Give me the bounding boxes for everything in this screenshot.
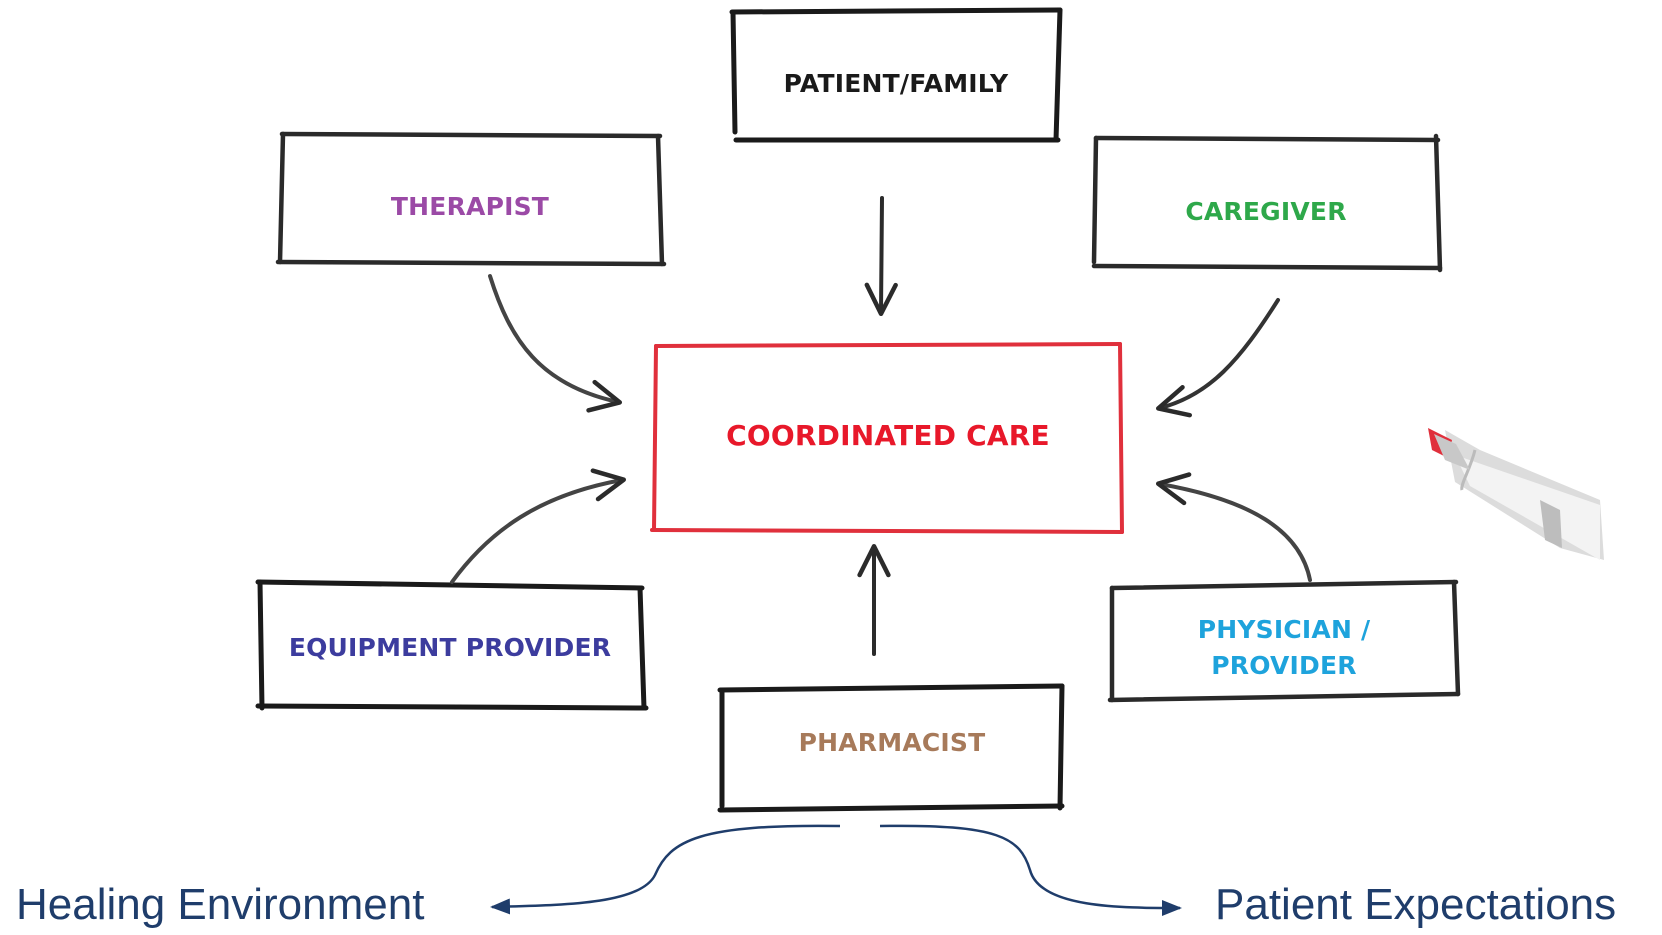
node-label-physician-line2: PROVIDER [1211,651,1357,680]
arrow-equipment-provider [450,468,627,584]
outcome-label-patient-expectations: Patient Expectations [1215,880,1617,929]
pharmacist-box [717,683,1065,813]
node-label-patient-family: PATIENT/FAMILY [783,69,1009,98]
patient-family-box [729,7,1063,143]
marker-pen-illustration [1428,428,1604,560]
node-label-therapist: THERAPIST [390,192,550,221]
arrow-physician-provider [1155,472,1312,582]
node-label-pharmacist: PHARMACIST [798,728,986,757]
node-label-physician-line1: PHYSICIAN / [1197,615,1371,644]
arrow-caregiver [1156,298,1280,418]
therapist-box [275,131,667,267]
arrow-patient-expectations [879,824,1182,916]
center-label-coordinated-care: COORDINATED CARE [726,419,1050,452]
coordinated-care-box [650,342,1124,534]
physician-provider-box [1107,579,1461,703]
node-label-physician-provider: PHYSICIAN / PROVIDER [1112,612,1456,684]
outcome-label-healing-environment: Healing Environment [16,880,425,929]
node-label-equipment-provider: EQUIPMENT PROVIDER [288,633,612,662]
equipment-provider-box [255,579,649,711]
caregiver-box [1091,133,1443,273]
arrow-therapist [488,274,623,413]
arrow-healing-environment [490,824,841,915]
node-label-caregiver: CAREGIVER [1185,197,1347,226]
arrow-patient-family [864,196,898,317]
